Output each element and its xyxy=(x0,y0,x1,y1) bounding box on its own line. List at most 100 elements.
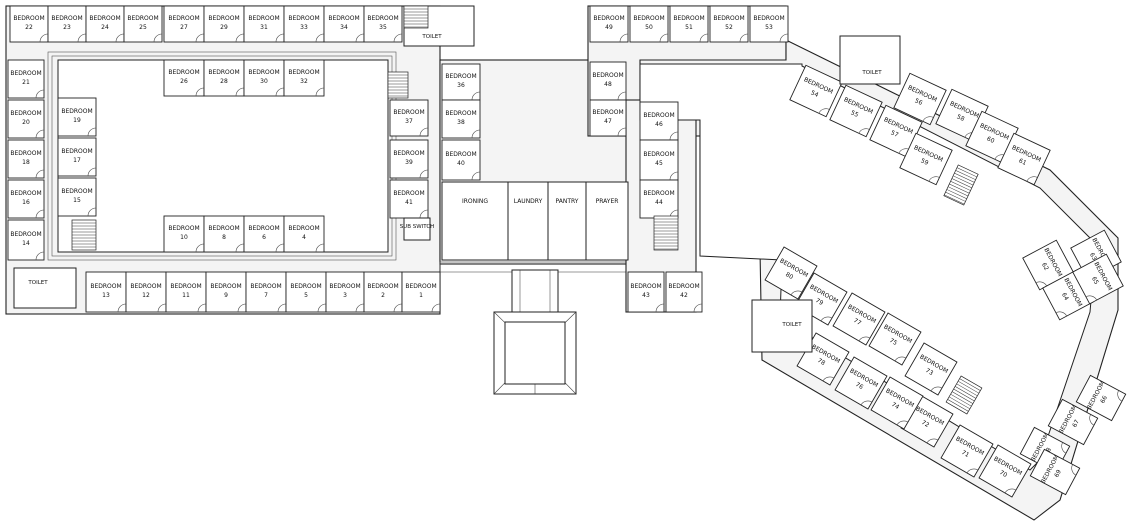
ironing-label: IRONING xyxy=(462,198,488,205)
bedroom-number: 48 xyxy=(604,81,612,88)
bedroom-outline xyxy=(441,139,481,181)
bedroom-outline xyxy=(363,5,403,43)
bedroom-outline xyxy=(829,84,883,138)
toilet-label-top: TOILET xyxy=(421,34,442,40)
bedroom-number: 69 xyxy=(1053,468,1063,478)
bedroom-outline xyxy=(203,59,245,97)
stair-icon xyxy=(945,375,983,415)
bedroom-outline xyxy=(589,5,629,43)
bedroom-label: BEDROOM xyxy=(713,15,744,22)
bedroom-number: 25 xyxy=(139,24,147,31)
bedroom-number: 13 xyxy=(102,292,110,299)
bedroom-number: 38 xyxy=(457,119,465,126)
bedroom-outline xyxy=(639,139,679,181)
bedroom-outline xyxy=(325,271,365,313)
bedroom-outline xyxy=(834,356,888,410)
bedroom-outline xyxy=(163,5,205,43)
bedroom-label: BEDROOM xyxy=(61,188,92,195)
bedroom-outline xyxy=(1029,448,1081,496)
toilet-block-left xyxy=(13,267,77,309)
bedroom-label: BEDROOM xyxy=(61,108,92,115)
bedroom-label: BEDROOM xyxy=(633,15,664,22)
bedroom-outline xyxy=(589,99,627,137)
bedroom-label: BEDROOM xyxy=(592,72,623,79)
entrance-porch xyxy=(511,269,559,317)
bedroom-number: 46 xyxy=(655,121,663,128)
ironing-room xyxy=(441,181,509,261)
bedroom-number: 18 xyxy=(22,159,30,166)
bedroom-42: BEDROOM 42 xyxy=(665,271,703,313)
bedroom-outline xyxy=(870,376,924,430)
bedroom-48: BEDROOM 48 xyxy=(589,61,627,101)
bedroom-label: BEDROOM xyxy=(288,69,319,76)
bedroom-number: 62 xyxy=(1040,262,1050,272)
rooms-layer: BEDROOM22BEDROOM23BEDROOM24BEDROOM25BEDR… xyxy=(7,5,1127,498)
entrance-canopy xyxy=(493,269,577,395)
toilet-block-lower xyxy=(751,299,813,353)
bedroom-outline xyxy=(7,99,45,139)
bedroom-number: 22 xyxy=(25,24,33,31)
bedroom-label: BEDROOM xyxy=(329,283,360,290)
bedroom-number: 31 xyxy=(260,24,268,31)
bedroom-number: 36 xyxy=(457,82,465,89)
bedroom-number: 20 xyxy=(22,119,30,126)
bedroom-outline xyxy=(163,215,205,253)
bedroom-label: BEDROOM xyxy=(643,112,674,119)
bedroom-outline xyxy=(1072,253,1124,305)
laundry-room xyxy=(507,181,549,261)
bedroom-outline xyxy=(283,5,325,43)
bedroom-number: 42 xyxy=(680,292,688,299)
bedroom-number: 9 xyxy=(224,292,228,299)
bedroom-number: 10 xyxy=(180,234,188,241)
bedroom-outline xyxy=(389,179,429,219)
bedroom-label: BEDROOM xyxy=(593,15,624,22)
bedroom-outline xyxy=(9,5,49,43)
bedroom-outline xyxy=(57,97,97,137)
bedroom-outline xyxy=(165,271,207,313)
service-rooms: IRONING LAUNDRY PANTRY PRAYER SUB SWITCH… xyxy=(13,5,901,353)
bedroom-number: 24 xyxy=(101,24,109,31)
bedroom-label: BEDROOM xyxy=(250,283,281,290)
bedroom-number: 58 xyxy=(956,113,966,123)
bedroom-label: BEDROOM xyxy=(290,283,321,290)
stair-icon xyxy=(653,215,679,251)
stair-icon xyxy=(943,164,979,206)
bedroom-number: 7 xyxy=(264,292,268,299)
bedroom-number: 12 xyxy=(142,292,150,299)
bedroom-label: BEDROOM xyxy=(248,69,279,76)
bedroom-outline xyxy=(893,72,947,126)
bedroom-number: 41 xyxy=(405,199,413,206)
bedroom-number: 47 xyxy=(604,118,612,125)
bedroom-number: 52 xyxy=(725,24,733,31)
bedroom-outline xyxy=(283,215,325,253)
bedroom-label: BEDROOM xyxy=(668,283,699,290)
bedroom-label: BEDROOM xyxy=(393,150,424,157)
bedroom-number: 39 xyxy=(405,159,413,166)
bedroom-number: 51 xyxy=(685,24,693,31)
bedroom-outline xyxy=(243,5,285,43)
stair-icon xyxy=(403,5,429,29)
bedroom-label: BEDROOM xyxy=(445,151,476,158)
bedroom-outline xyxy=(997,132,1051,186)
bedroom-label: BEDROOM xyxy=(630,283,661,290)
